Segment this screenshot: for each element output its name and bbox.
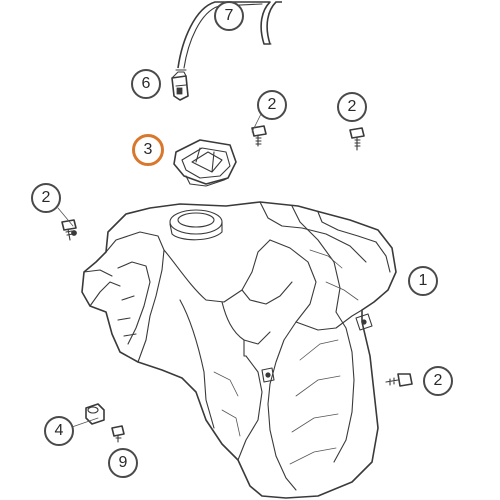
leader-line (57, 207, 74, 227)
screw-drawing-right[interactable] (385, 373, 413, 387)
screw-drawing-upper-right[interactable] (349, 127, 365, 151)
callout-2-a[interactable]: 2 (257, 90, 287, 120)
callout-2-c[interactable]: 2 (31, 183, 61, 213)
screw-drawing-left[interactable] (61, 219, 77, 241)
bushing-drawing[interactable] (85, 403, 105, 425)
callout-7[interactable]: 7 (214, 1, 244, 31)
fuel-tank-drawing[interactable] (81, 201, 397, 499)
callout-1[interactable]: 1 (408, 266, 438, 296)
callout-3-highlighted[interactable]: 3 (132, 134, 164, 166)
callout-6[interactable]: 6 (131, 69, 161, 99)
callout-9[interactable]: 9 (108, 448, 138, 478)
breather-valve-drawing[interactable] (171, 71, 189, 101)
leader-line (71, 417, 99, 428)
callout-2-b[interactable]: 2 (337, 92, 367, 122)
small-screw-drawing[interactable] (111, 425, 125, 443)
fuel-cap-drawing[interactable] (173, 139, 237, 187)
callout-4[interactable]: 4 (44, 416, 74, 446)
callout-2-d[interactable]: 2 (423, 366, 453, 396)
screw-drawing-upper-left[interactable] (251, 125, 267, 147)
